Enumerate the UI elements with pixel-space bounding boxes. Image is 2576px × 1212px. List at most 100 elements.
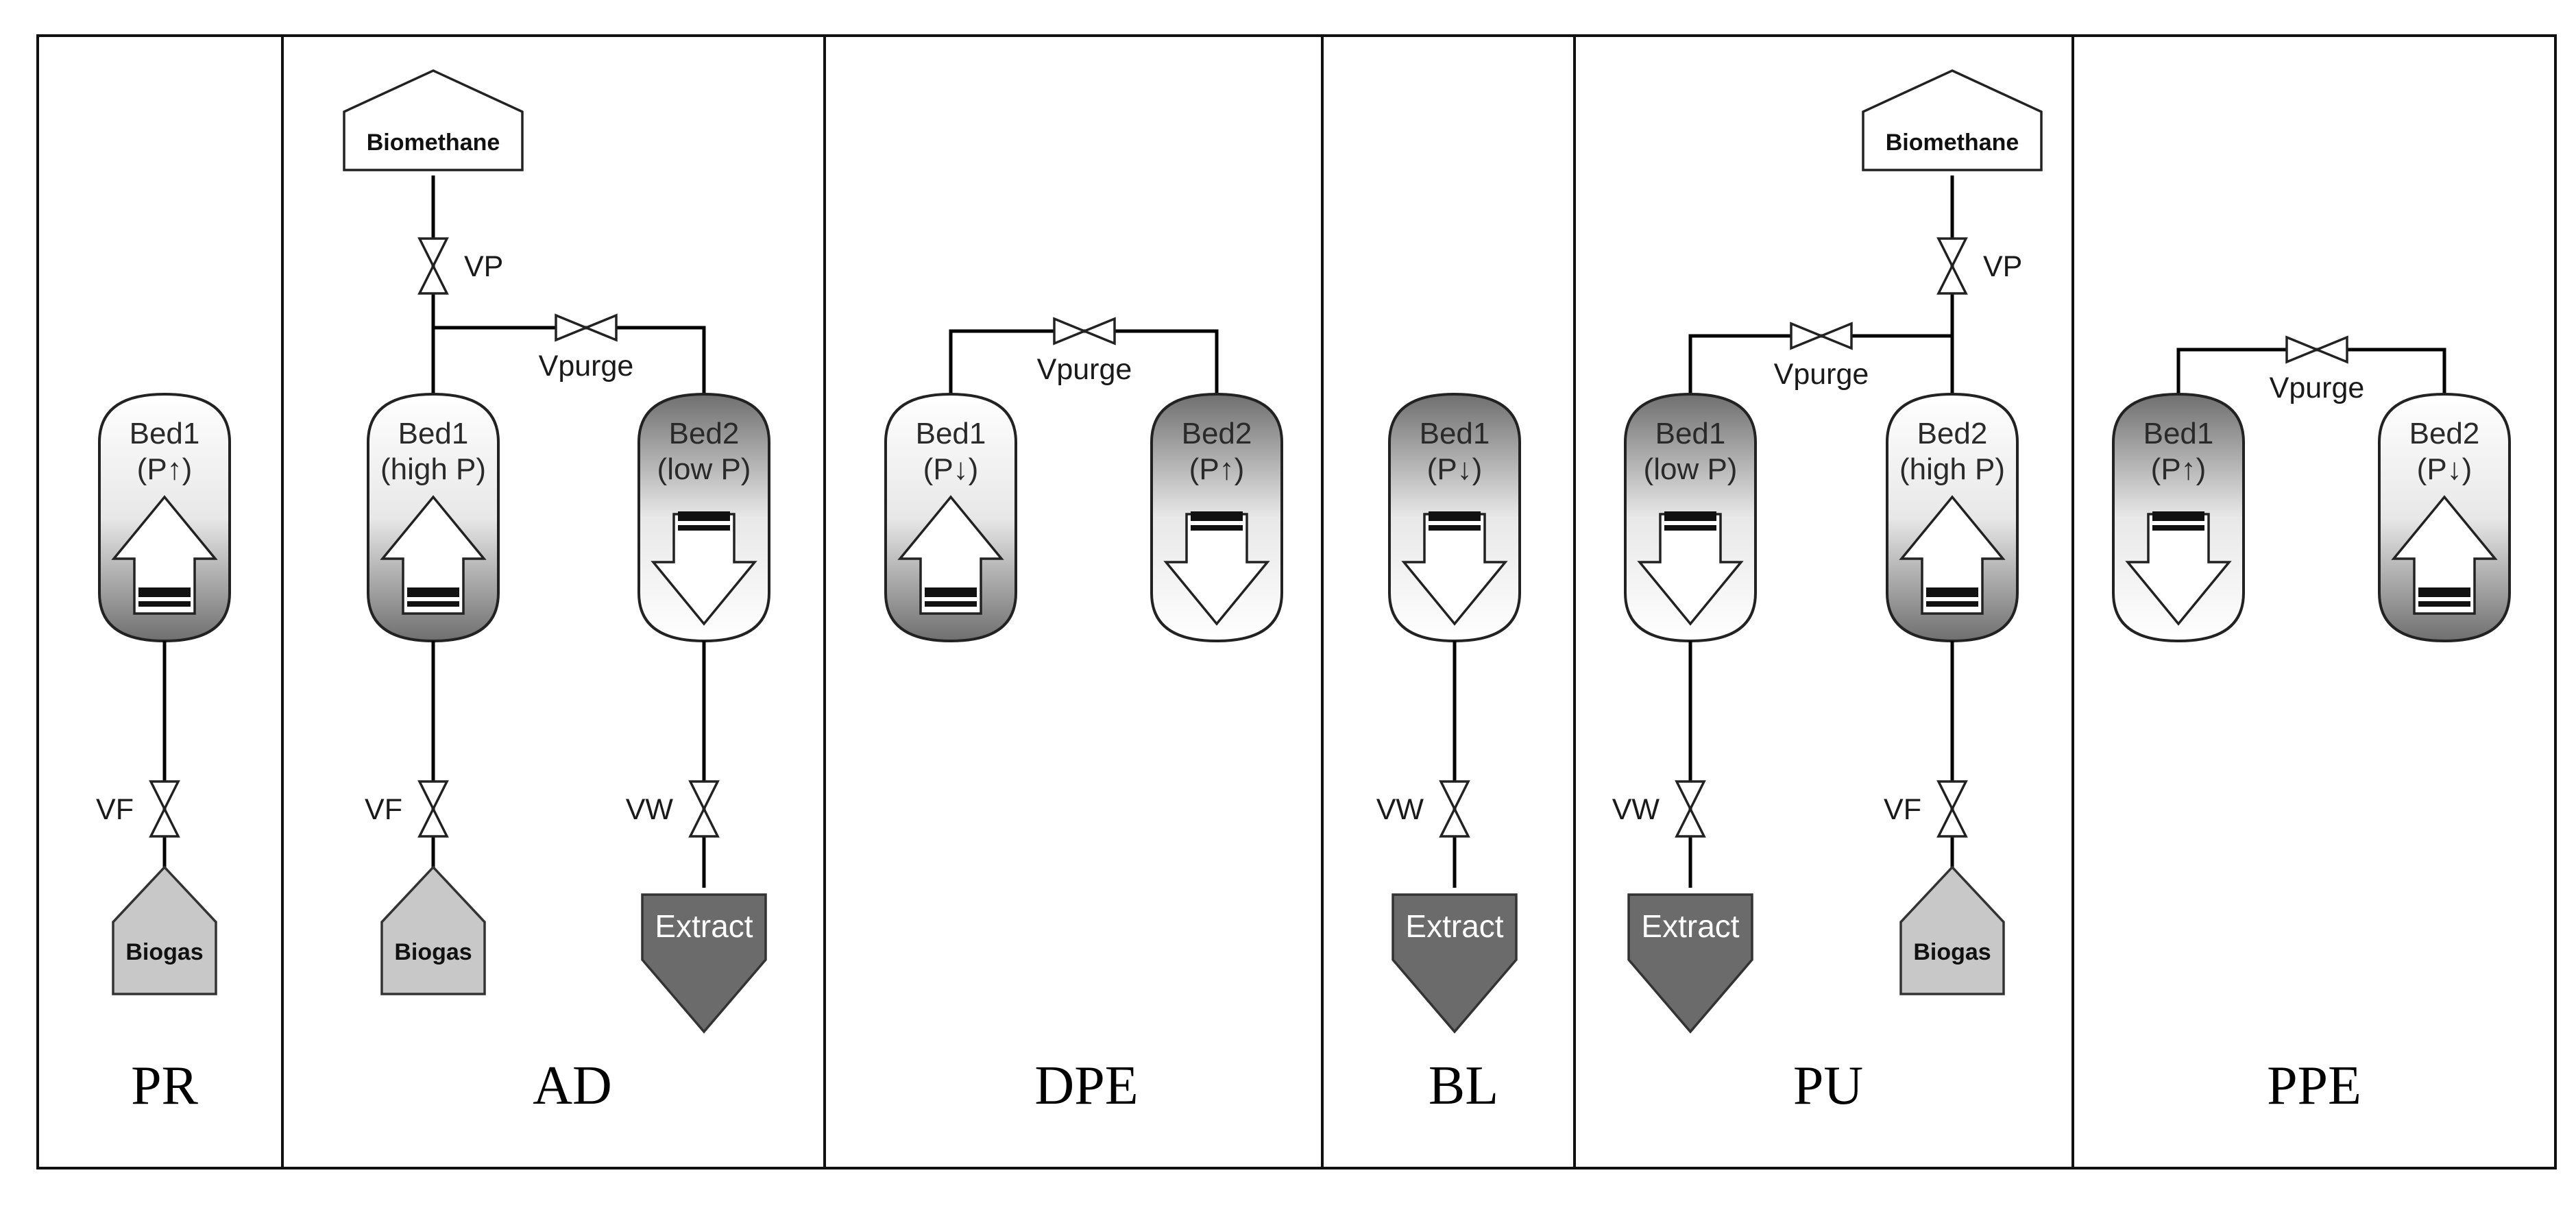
- flow-down-arrow-icon: [1637, 513, 1744, 626]
- biogas-tank-icon: [112, 865, 217, 995]
- plug-band-icon: [138, 587, 191, 597]
- product-tank-icon: [1862, 69, 2043, 171]
- flow-down-arrow-icon: [1401, 513, 1508, 626]
- bed-state-label: (high P): [1899, 452, 2005, 486]
- product-label: Biomethane: [367, 130, 500, 156]
- plug-band-icon: [678, 511, 730, 521]
- valve-icon: [417, 263, 449, 295]
- feed-valve-label: VW: [1376, 793, 1424, 826]
- flow-up-arrow-icon: [2391, 495, 2498, 615]
- bed-state-label: (P↓): [923, 452, 979, 486]
- top-valve-label: VP: [1983, 250, 2022, 283]
- purge-valve-icon: [1790, 322, 1825, 350]
- valve-icon: [1936, 263, 1968, 295]
- plug-band-icon: [1429, 511, 1481, 521]
- purge-valve-icon: [1081, 317, 1116, 346]
- step-label: DPE: [1034, 1056, 1138, 1116]
- bed-label: Bed1: [1420, 417, 1490, 450]
- purge-valve-icon: [1053, 317, 1088, 346]
- extract-label: Extract: [655, 908, 753, 944]
- plug-band-icon: [1664, 525, 1716, 531]
- extract-tank-icon: [1392, 893, 1518, 1034]
- valve-icon: [417, 237, 449, 269]
- plug-band-icon: [2152, 525, 2204, 531]
- bed-state-label: (P↓): [2417, 452, 2472, 486]
- valve-icon: [1675, 806, 1706, 838]
- purge-valve-icon: [555, 313, 590, 342]
- purge-valve-label: Vpurge: [1774, 358, 1869, 391]
- valve-icon: [1439, 806, 1470, 838]
- plug-band-icon: [2418, 601, 2470, 607]
- valve-icon: [149, 806, 180, 838]
- plug-band-icon: [2152, 511, 2204, 521]
- bed-label: Bed2: [2409, 417, 2480, 450]
- step-label: BL: [1429, 1056, 1498, 1116]
- product-label: Biomethane: [1886, 130, 2019, 156]
- table-border: [36, 34, 2557, 1169]
- plug-band-icon: [1191, 511, 1243, 521]
- plug-band-icon: [2418, 587, 2470, 597]
- flow-up-arrow-icon: [380, 495, 487, 615]
- flow-down-arrow-icon: [651, 513, 757, 626]
- purge-valve-icon: [2285, 335, 2320, 364]
- bed-label: Bed1: [2143, 417, 2214, 450]
- valve-icon: [688, 806, 720, 838]
- bed-state-label: (P↑): [1189, 452, 1245, 486]
- purge-valve-label: Vpurge: [1037, 353, 1132, 386]
- bed-state-label: (high P): [380, 452, 486, 486]
- bed-state-label: (low P): [1644, 452, 1738, 486]
- bed-label: Bed2: [1182, 417, 1252, 450]
- plug-band-icon: [407, 601, 459, 607]
- extract-label: Extract: [1405, 908, 1503, 944]
- valve-icon: [1936, 806, 1968, 838]
- plug-band-icon: [678, 525, 730, 531]
- purge-valve-label: Vpurge: [539, 350, 634, 383]
- flow-down-arrow-icon: [2125, 513, 2232, 626]
- extract-tank-icon: [641, 893, 767, 1034]
- biogas-label: Biogas: [1913, 939, 1991, 965]
- product-tank-icon: [343, 69, 524, 171]
- feed-valve-label: VF: [96, 793, 134, 826]
- top-valve-label: VP: [464, 250, 503, 283]
- bed-label: Bed1: [1655, 417, 1726, 450]
- bed-label: Bed1: [398, 417, 469, 450]
- bed-state-label: (low P): [657, 452, 751, 486]
- bed-label: Bed2: [1917, 417, 1988, 450]
- valve-icon: [1936, 237, 1968, 269]
- plug-band-icon: [407, 587, 459, 597]
- valve-icon: [1675, 780, 1706, 812]
- step-bl: BL Bed1(P↓) VW Extract: [1376, 392, 1521, 1116]
- bed-state-label: (P↑): [137, 452, 193, 486]
- step-label: PR: [131, 1056, 198, 1116]
- purge-valve-icon: [2313, 335, 2348, 364]
- bed-state-label: (P↓): [1427, 452, 1483, 486]
- bed-label: Bed1: [130, 417, 200, 450]
- flow-up-arrow-icon: [111, 495, 218, 615]
- biogas-tank-icon: [380, 865, 486, 995]
- valve-icon: [149, 780, 180, 812]
- valve-icon: [417, 806, 449, 838]
- extract-tank-icon: [1627, 893, 1753, 1034]
- bed-label: Bed1: [916, 417, 986, 450]
- extract-label: Extract: [1641, 908, 1739, 944]
- bed-state-label: (P↑): [2151, 452, 2207, 486]
- flow-up-arrow-icon: [1899, 495, 2006, 615]
- flow-down-arrow-icon: [1163, 513, 1270, 626]
- feed-valve-label: VW: [626, 793, 674, 826]
- plug-band-icon: [1926, 601, 1978, 607]
- bed-label: Bed2: [669, 417, 740, 450]
- plug-band-icon: [1429, 525, 1481, 531]
- valve-icon: [417, 780, 449, 812]
- purge-valve-icon: [1818, 322, 1853, 350]
- feed-valve-label: VF: [365, 793, 402, 826]
- biogas-tank-icon: [1899, 865, 2005, 995]
- plug-band-icon: [1191, 525, 1243, 531]
- plug-band-icon: [1664, 511, 1716, 521]
- feed-valve-label: VW: [1612, 793, 1660, 826]
